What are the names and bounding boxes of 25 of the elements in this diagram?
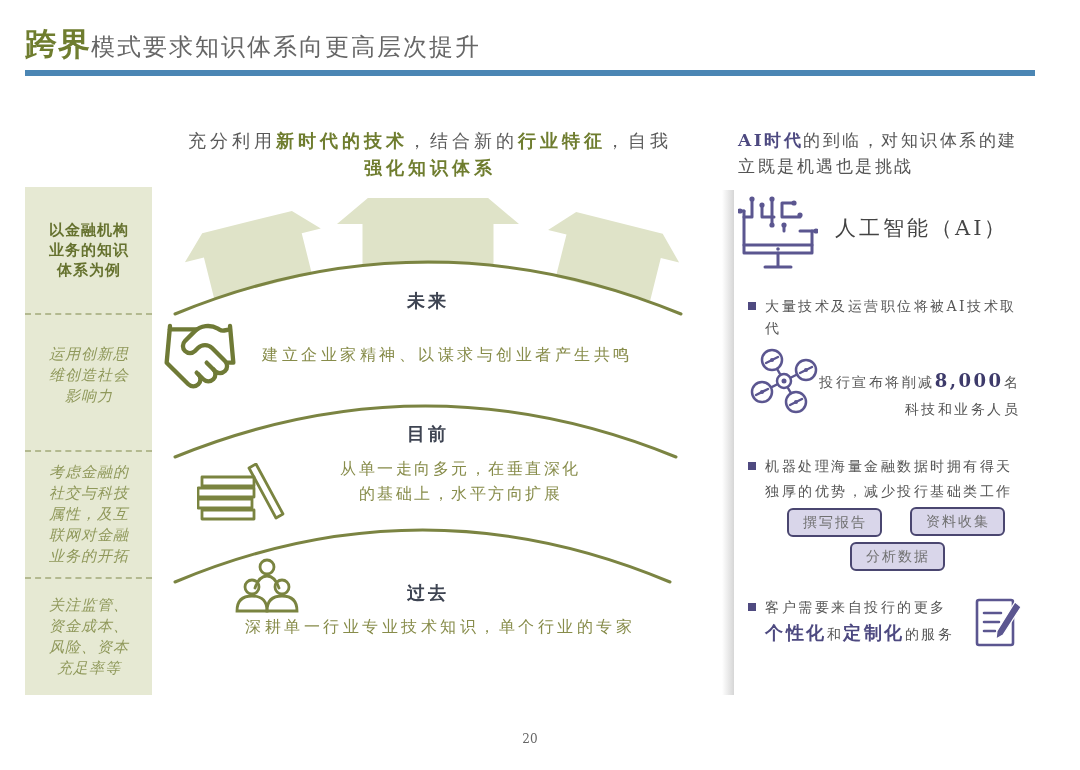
keyword-tag: 分析数据 [850,542,945,571]
section-heading: AI时代的到临，对知识体系的建立既是机遇也是挑战 [738,129,1019,178]
keyword-tag: 撰写报告 [787,508,882,537]
topic-heading: 人工智能（AI） [835,215,1010,242]
sidebar-text: 考虑金融的社交与科技属性，及互联网对金融业务的开拓 [47,462,130,567]
page-number: 20 [521,731,539,748]
bullet-text: 机器处理海量金融数据时拥有得天独厚的优势，减少投行基础类工作 [765,457,1014,501]
stage-description: 深耕单一行业专业技术知识，单个行业的专家 [245,616,636,638]
bullet-text: 大量技术及运营职位将被AI技术取代 [765,297,1018,338]
subtitle-text: 充分利用新时代的技术，结合新的行业特征，自我强化知识体系 [187,129,673,180]
stage-heading: 过去 [406,581,450,605]
sidebar-cell [25,313,152,450]
keyword-tag: 资料收集 [910,507,1005,536]
stage-heading: 目前 [406,422,450,446]
page-title: 跨界模式要求知识体系向更高层次提升 [25,24,481,65]
sidebar-text: 以金融机构业务的知识体系为例 [47,220,130,280]
sidebar-text: 运用创新思维创造社会影响力 [47,344,130,407]
sidebar-text: 关注监管、资金成本、风险、资本充足率等 [47,595,130,679]
stage-heading: 未来 [406,289,450,313]
bullet-text: 客户需要来自投行的更多个性化和定制化的服务 [765,598,955,645]
stage-description: 从单一走向多元，在垂直深化的基础上，水平方向扩展 [339,458,582,505]
stage-description: 建立企业家精神、以谋求与创业者产生共鸣 [262,344,634,366]
sidebar-cell [25,577,152,695]
sidebar-cell [25,187,152,313]
sidebar-cell [25,450,152,577]
